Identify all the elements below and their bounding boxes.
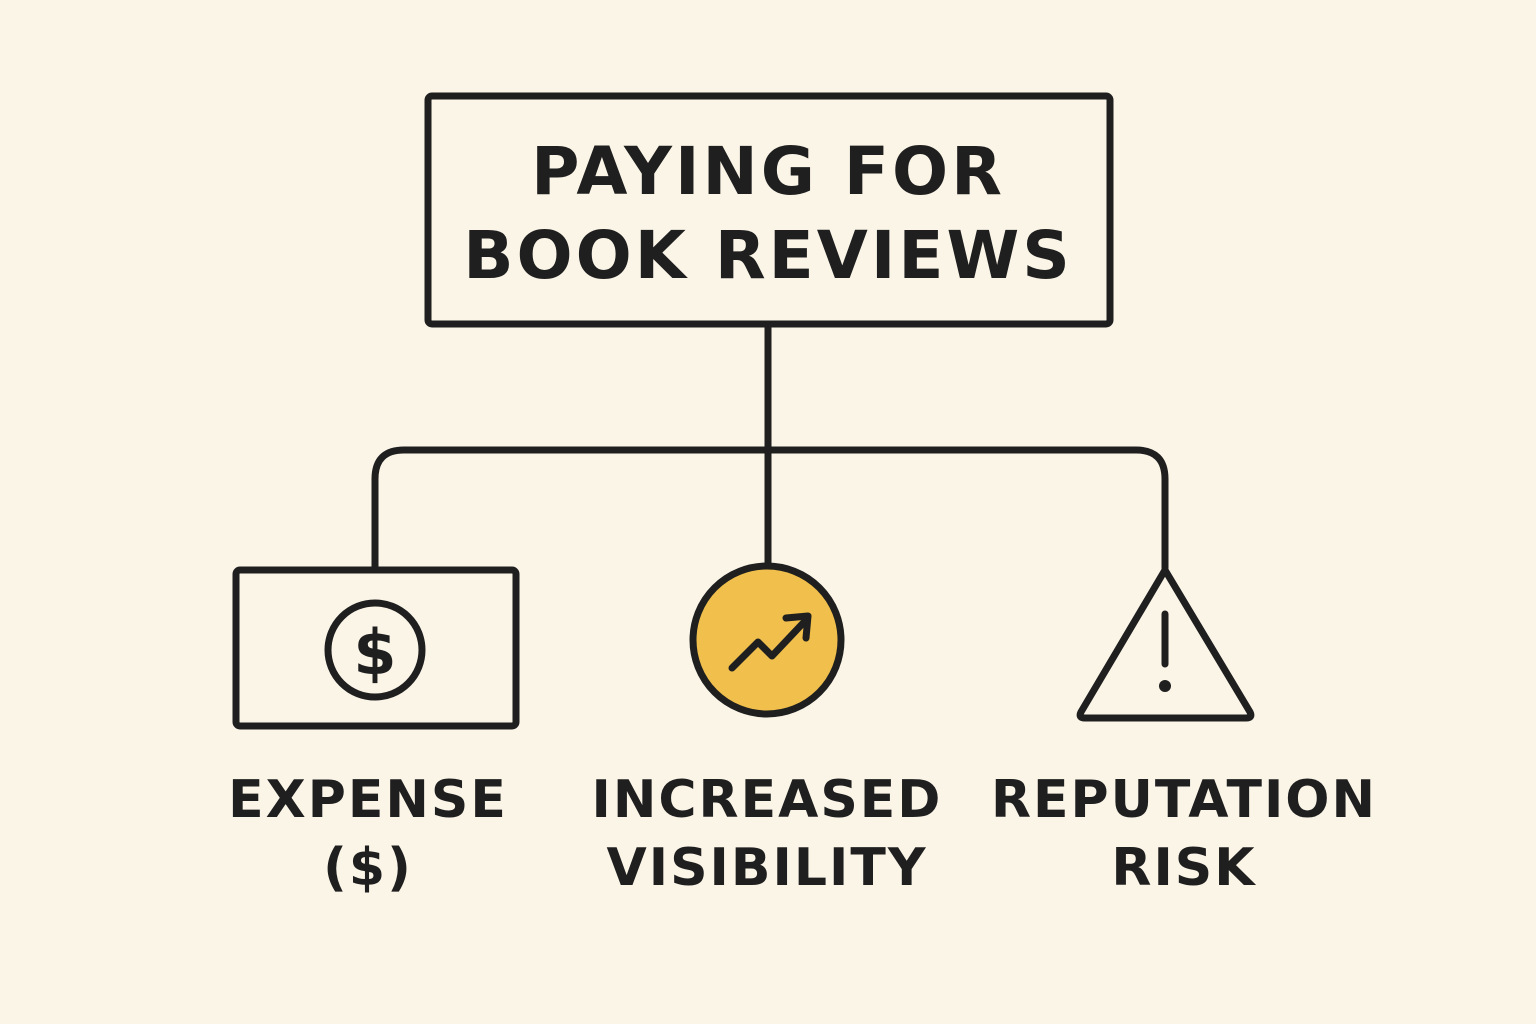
dollar-bill-icon: $ bbox=[232, 566, 520, 730]
connector-lines bbox=[371, 320, 1169, 574]
branch-line-right bbox=[764, 446, 1169, 572]
svg-text:$: $ bbox=[353, 616, 396, 689]
risk-label-line-1: REPUTATION bbox=[990, 770, 1378, 830]
diagram-title: PAYING FOR BOOK REVIEWS bbox=[428, 130, 1108, 298]
expense-label-line-2: ($) bbox=[323, 838, 413, 898]
risk-label: REPUTATION RISK bbox=[954, 766, 1414, 902]
title-line-2: BOOK REVIEWS bbox=[463, 217, 1073, 294]
visibility-label-line-2: VISIBILITY bbox=[606, 838, 928, 898]
trending-up-icon bbox=[689, 562, 845, 718]
risk-label-line-2: RISK bbox=[1111, 838, 1257, 898]
warning-triangle-icon bbox=[1076, 566, 1255, 722]
dollar-coin-icon: $ bbox=[324, 599, 426, 701]
expense-label-line-1: EXPENSE bbox=[228, 770, 508, 830]
branch-line-left bbox=[371, 446, 772, 572]
expense-label: EXPENSE ($) bbox=[138, 766, 598, 902]
warning-dot bbox=[1159, 680, 1171, 692]
title-line-1: PAYING FOR bbox=[531, 133, 1005, 210]
visibility-label: INCREASED VISIBILITY bbox=[537, 766, 997, 902]
visibility-label-line-1: INCREASED bbox=[591, 770, 943, 830]
